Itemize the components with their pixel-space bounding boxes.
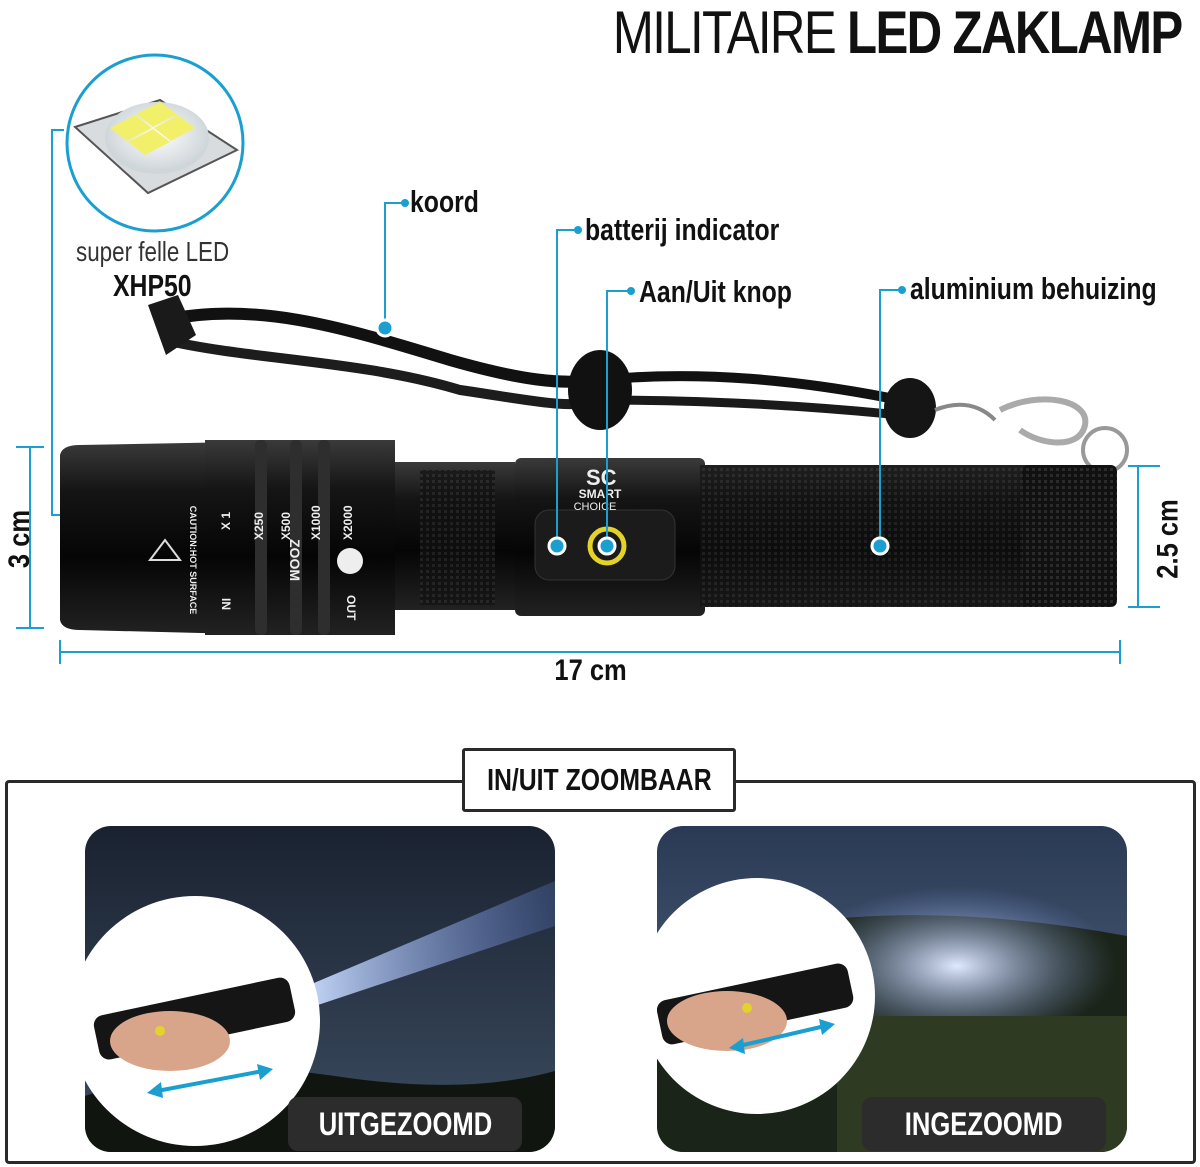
callout-aan-uit-knop: Aan/Uit knop bbox=[639, 274, 792, 309]
page-title: MILITAIRE LED ZAKLAMP bbox=[613, 0, 1183, 66]
power-button-marker bbox=[597, 536, 617, 556]
zoom-level: X1000 bbox=[309, 505, 323, 540]
dimension-head-height: 3 cm bbox=[3, 509, 37, 569]
double-arrow-icon bbox=[729, 1019, 835, 1054]
brand-logo-text: CHOICE bbox=[574, 501, 617, 513]
flashlight-diagram: SMART CHOICE SC ZOOM CAUTION:HOT SURFACE… bbox=[16, 53, 1160, 664]
callout-batterij-indicator: batterij indicator bbox=[585, 212, 780, 247]
zoom-level: X2000 bbox=[341, 505, 355, 540]
zoom-level: X250 bbox=[252, 512, 266, 540]
out-print: OUT bbox=[344, 595, 358, 621]
led-chip-illustration bbox=[65, 53, 245, 233]
battery-indicator-marker bbox=[547, 536, 567, 556]
brand-logo-mark: SC bbox=[586, 465, 617, 490]
dimension-tail-height: 2.5 cm bbox=[1151, 499, 1185, 579]
flashlight: SMART CHOICE SC ZOOM CAUTION:HOT SURFACE… bbox=[60, 440, 1117, 635]
led-model: XHP50 bbox=[113, 268, 192, 303]
zoom-print: ZOOM bbox=[287, 539, 303, 581]
lanyard bbox=[148, 295, 1129, 474]
zoom-section-title: IN/UIT ZOOMBAAR bbox=[462, 748, 736, 812]
koord-marker bbox=[375, 318, 395, 338]
badge-ingezoomd: INGEZOOMD bbox=[862, 1097, 1106, 1151]
badge-uitgezoomd: UITGEZOOMD bbox=[288, 1097, 522, 1151]
brand-logo-text: SMART bbox=[579, 487, 622, 501]
led-caption: super felle LED bbox=[76, 236, 230, 267]
caution-print: CAUTION:HOT SURFACE bbox=[188, 506, 198, 615]
zoom-level: X500 bbox=[279, 512, 293, 540]
dimension-lines bbox=[16, 446, 1160, 664]
dimension-length: 17 cm bbox=[554, 654, 627, 687]
zoom-level: X 1 bbox=[219, 512, 233, 530]
callout-aluminium-behuizing: aluminium behuizing bbox=[910, 271, 1157, 306]
photo-ingezoomd bbox=[657, 826, 1127, 1152]
callout-koord: koord bbox=[410, 184, 479, 219]
in-print: IN bbox=[219, 598, 233, 610]
housing-marker bbox=[870, 536, 890, 556]
double-arrow-icon bbox=[147, 1064, 273, 1098]
